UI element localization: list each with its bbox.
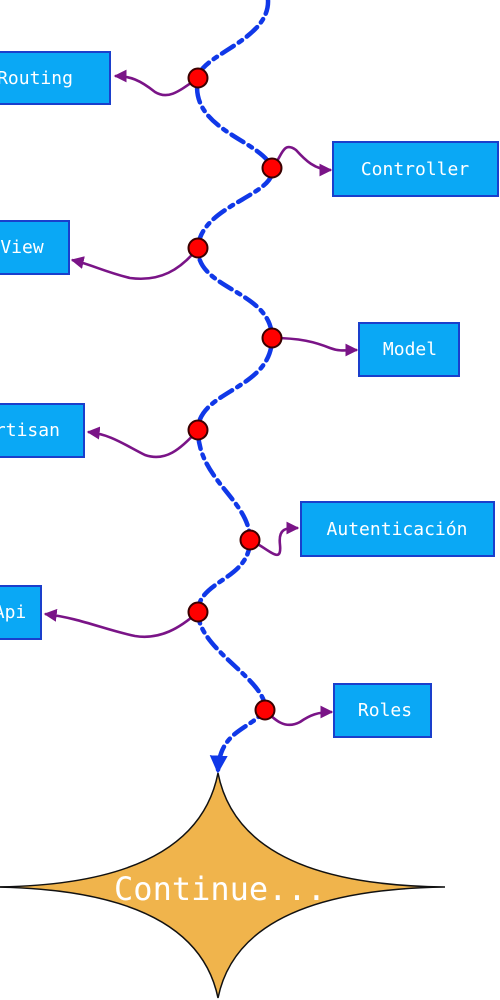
- topic-routing[interactable]: Routing: [0, 51, 111, 105]
- continue-node[interactable]: Continue...: [0, 772, 446, 999]
- connector-autenticacion: [249, 521, 300, 557]
- topic-routing-label: Routing: [0, 68, 73, 89]
- joint-dot: [239, 529, 261, 551]
- topic-view[interactable]: View: [0, 220, 70, 275]
- topic-roles[interactable]: Roles: [333, 683, 432, 738]
- topic-artisan[interactable]: Artisan: [0, 403, 85, 458]
- connector-controller: [271, 145, 333, 177]
- topic-autenticacion-label: Autenticación: [327, 519, 468, 540]
- continue-label: Continue...: [114, 870, 326, 908]
- topic-api[interactable]: Api: [0, 585, 42, 640]
- joint-dot: [254, 699, 276, 721]
- connector-routing: [113, 69, 199, 97]
- topic-roles-label: Roles: [358, 700, 412, 721]
- connector-view: [70, 247, 200, 281]
- topic-controller[interactable]: Controller: [332, 141, 499, 197]
- topic-model-label: Model: [383, 339, 437, 360]
- topic-model[interactable]: Model: [358, 322, 460, 377]
- topic-artisan-label: Artisan: [0, 420, 60, 441]
- connector-roles: [264, 705, 334, 727]
- connector-api: [43, 608, 199, 639]
- continue-shape: [0, 772, 446, 999]
- topic-controller-label: Controller: [361, 159, 470, 180]
- joint-dot: [187, 67, 209, 89]
- joint-dot: [187, 601, 209, 623]
- connector-artisan: [86, 426, 199, 459]
- topic-view-label: View: [0, 237, 44, 258]
- joint-dot: [261, 327, 283, 349]
- topic-autenticacion[interactable]: Autenticación: [300, 501, 495, 557]
- joint-dot: [261, 157, 283, 179]
- connector-model: [271, 336, 359, 357]
- joint-dot: [187, 237, 209, 259]
- roadmap-spine: [194, 0, 275, 774]
- joint-dot: [187, 419, 209, 441]
- topic-api-label: Api: [0, 602, 26, 623]
